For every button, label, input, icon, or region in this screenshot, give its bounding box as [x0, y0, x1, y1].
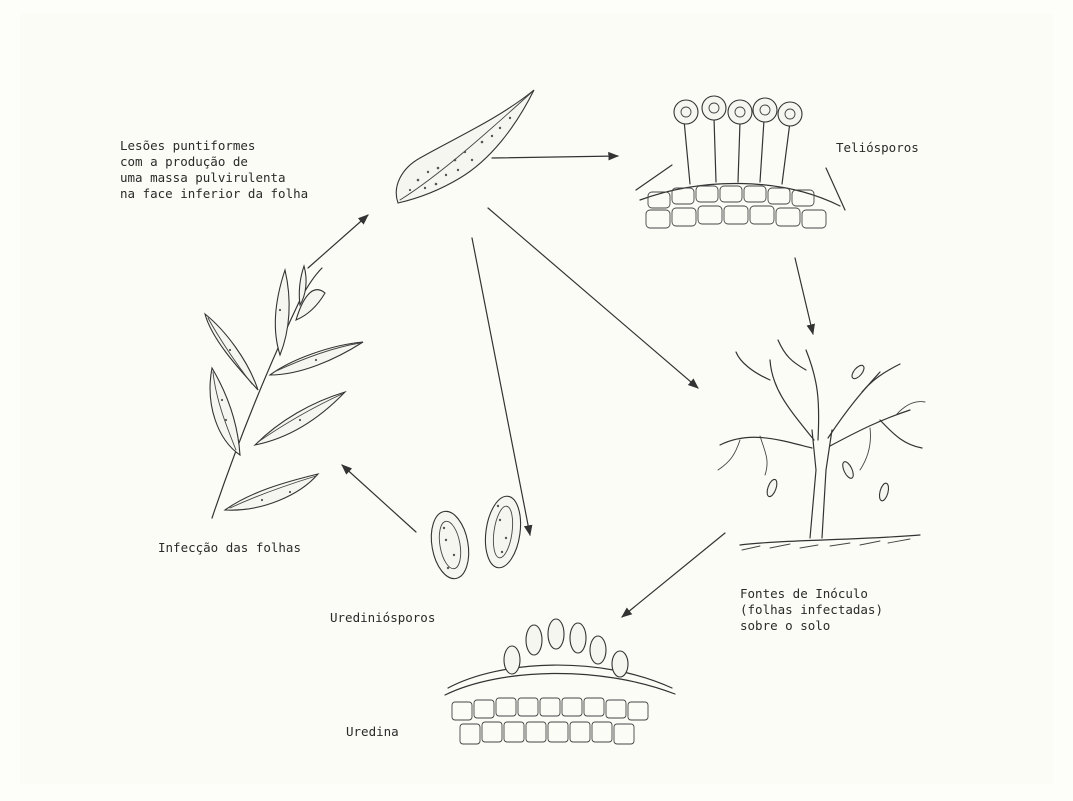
- arrow-leaf-to-urediniospores: [472, 238, 530, 535]
- cycle-arrows: [308, 156, 813, 617]
- uredinia-drawing: [445, 619, 675, 744]
- teliospores-label: Teliósporos: [836, 140, 919, 156]
- inoculum-label: Fontes de Inóculo(folhas infectadas)sobr…: [740, 586, 883, 634]
- arrow-teliospores-to-tree: [795, 258, 813, 334]
- arrow-leaf-to-tree: [488, 208, 698, 388]
- arrow-spores-to-branch: [342, 465, 416, 532]
- tree-drawing: [718, 340, 925, 550]
- leaf-lesions-label: Lesões puntiformescom a produção deuma m…: [120, 138, 308, 202]
- leaf-infection-label: Infecção das folhas: [158, 540, 301, 556]
- branch-drawing: [205, 266, 363, 518]
- infected-leaf-drawing: [396, 90, 534, 203]
- arrow-tree-to-uredinia: [622, 533, 725, 617]
- arrow-branch-to-leaf: [308, 215, 368, 268]
- urediniospores-drawing: [426, 494, 524, 582]
- uredinia-label: Uredina: [346, 724, 399, 740]
- urediniospores-label: Urediniósporos: [330, 610, 435, 626]
- teliospores-drawing: [636, 96, 845, 228]
- arrow-leaf-to-teliospores: [492, 156, 618, 158]
